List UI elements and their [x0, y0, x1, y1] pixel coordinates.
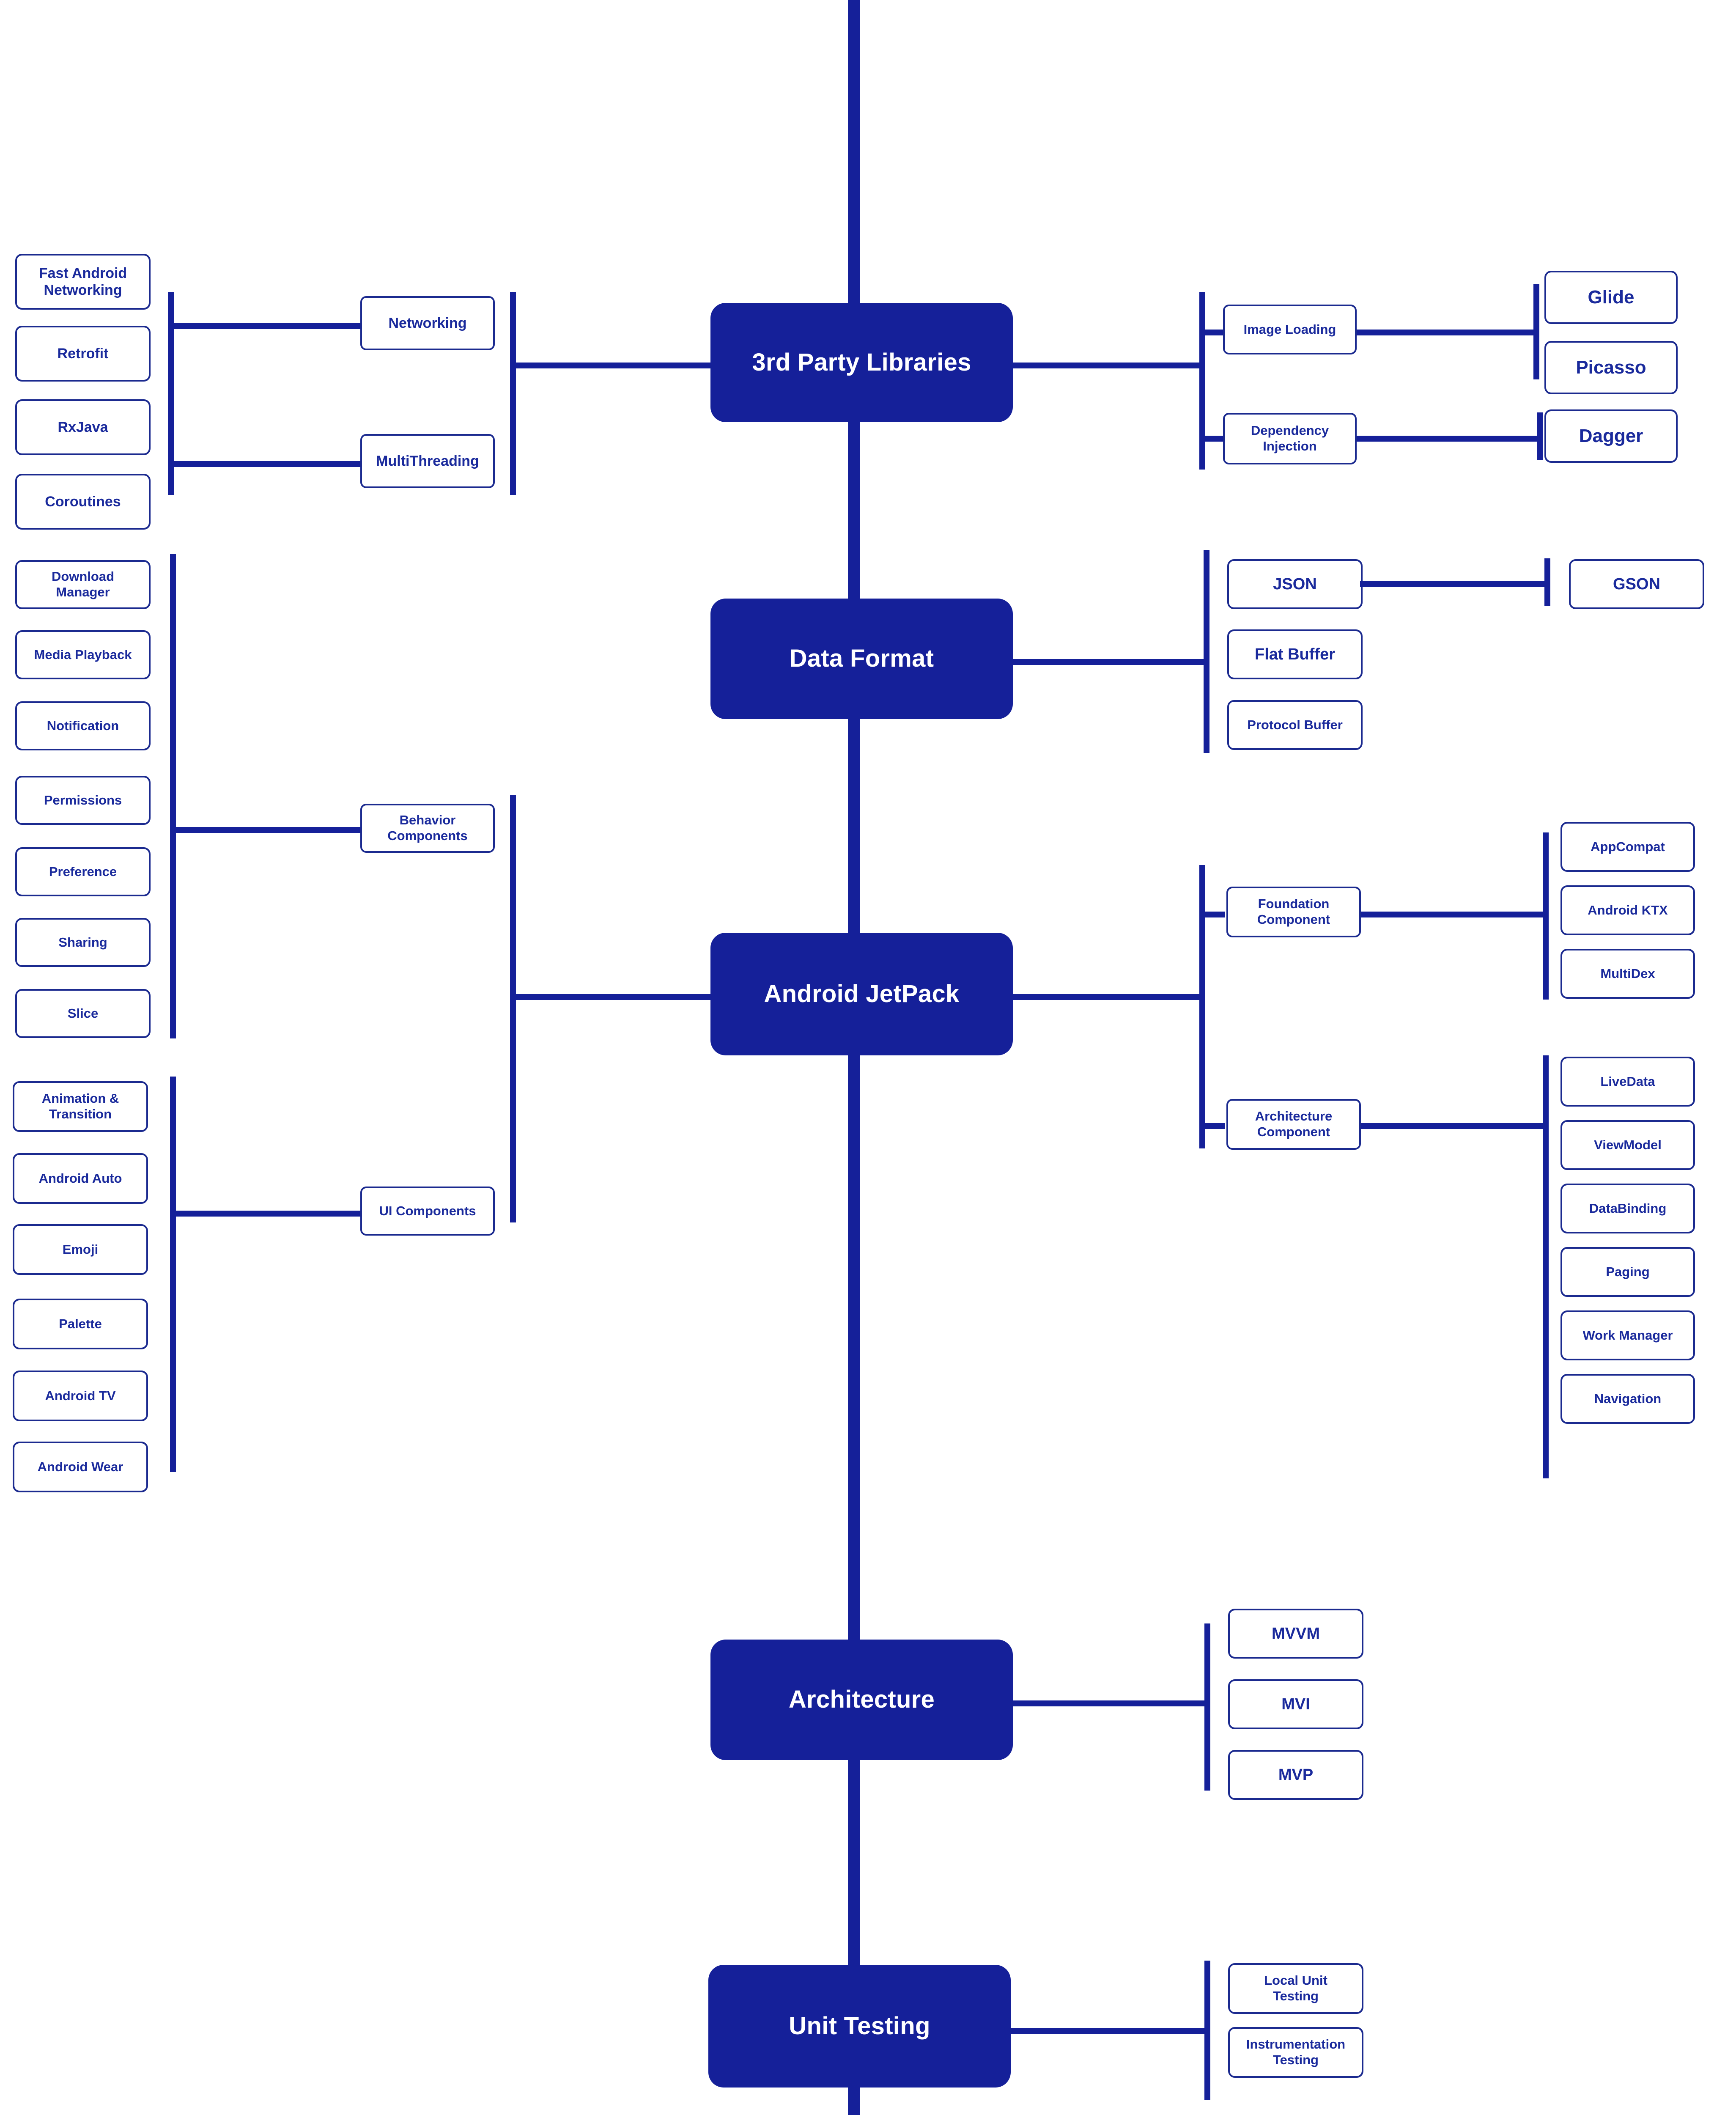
leaf-rxjava[interactable]: RxJava	[15, 399, 151, 455]
connector-behavior-stem	[170, 827, 360, 833]
leaf-paging[interactable]: Paging	[1560, 1247, 1695, 1297]
leaf-databinding[interactable]: DataBinding	[1560, 1184, 1695, 1233]
branch-multithreading[interactable]: MultiThreading	[360, 434, 495, 488]
connector-json-gson-stem	[1360, 581, 1550, 587]
connector-imageloading-children-stem	[1353, 330, 1539, 335]
leaf-multidex[interactable]: MultiDex	[1560, 949, 1695, 999]
connector-jetpack-right-bar	[1199, 865, 1205, 1148]
leaf-sharing[interactable]: Sharing	[15, 918, 151, 967]
leaf-gson[interactable]: GSON	[1569, 559, 1704, 609]
connector-foundation-children-bar	[1543, 832, 1549, 1000]
leaf-mvi[interactable]: MVI	[1228, 1679, 1363, 1729]
leaf-android-tv[interactable]: Android TV	[13, 1371, 148, 1421]
leaf-work-manager[interactable]: Work Manager	[1560, 1310, 1695, 1360]
leaf-json[interactable]: JSON	[1227, 559, 1363, 609]
connector-behavior-leaves-bar	[170, 554, 176, 1038]
connector-uicomponents-leaves-bar	[170, 1077, 176, 1472]
branch-ui-components[interactable]: UI Components	[360, 1187, 495, 1236]
connector-jetpack-left-stem	[510, 994, 713, 1000]
connector-multithreading-group-stem	[168, 461, 360, 467]
connector-json-gson-bar	[1544, 558, 1550, 606]
root-third-party-libraries[interactable]: 3rd Party Libraries	[710, 303, 1013, 422]
connector-di-stem	[1199, 436, 1225, 442]
connector-imageloading-stem	[1199, 330, 1225, 335]
connector-dataformat-right-stem	[1011, 659, 1209, 665]
connector-architecture-children-bar	[1204, 1623, 1210, 1791]
leaf-preference[interactable]: Preference	[15, 847, 151, 896]
leaf-media-playback[interactable]: Media Playback	[15, 630, 151, 679]
leaf-coroutines[interactable]: Coroutines	[15, 474, 151, 530]
leaf-mvvm[interactable]: MVVM	[1228, 1609, 1363, 1659]
leaf-viewmodel[interactable]: ViewModel	[1560, 1120, 1695, 1170]
connector-dataformat-children-bar	[1204, 550, 1209, 753]
connector-thirdparty-left-stem	[510, 363, 713, 368]
connector-networking-group-stem	[168, 323, 360, 329]
connector-unittesting-children-bar	[1204, 1961, 1210, 2100]
leaf-flat-buffer[interactable]: Flat Buffer	[1227, 629, 1363, 679]
leaf-appcompat[interactable]: AppCompat	[1560, 822, 1695, 872]
leaf-notification[interactable]: Notification	[15, 701, 151, 750]
leaf-palette[interactable]: Palette	[13, 1299, 148, 1349]
leaf-android-ktx[interactable]: Android KTX	[1560, 885, 1695, 935]
connector-foundation-children-stem	[1357, 912, 1546, 917]
leaf-dagger[interactable]: Dagger	[1544, 409, 1678, 463]
leaf-android-wear[interactable]: Android Wear	[13, 1442, 148, 1492]
branch-image-loading[interactable]: Image Loading	[1223, 305, 1357, 354]
root-android-jetpack[interactable]: Android JetPack	[710, 933, 1013, 1055]
connector-di-children-stem	[1353, 436, 1543, 442]
leaf-slice[interactable]: Slice	[15, 989, 151, 1038]
leaf-livedata[interactable]: LiveData	[1560, 1057, 1695, 1107]
connector-thirdparty-right-bar	[1199, 292, 1205, 470]
leaf-android-auto[interactable]: Android Auto	[13, 1153, 148, 1204]
leaf-retrofit[interactable]: Retrofit	[15, 326, 151, 382]
connector-architecture-right-stem	[1011, 1700, 1209, 1706]
root-data-format[interactable]: Data Format	[710, 599, 1013, 719]
leaf-picasso[interactable]: Picasso	[1544, 341, 1678, 394]
leaf-permissions[interactable]: Permissions	[15, 776, 151, 825]
leaf-navigation[interactable]: Navigation	[1560, 1374, 1695, 1424]
connector-uicomponents-stem	[170, 1211, 360, 1217]
connector-archcomp-children-bar	[1543, 1055, 1549, 1478]
connector-thirdparty-right-stem	[1011, 363, 1205, 368]
connector-architecturecomp-stem	[1199, 1123, 1225, 1129]
connector-archcomp-children-stem	[1357, 1123, 1546, 1129]
leaf-glide[interactable]: Glide	[1544, 271, 1678, 324]
connector-networking-group-bar	[168, 292, 174, 450]
connector-jetpack-right-stem	[1011, 994, 1205, 1000]
leaf-animation-transition[interactable]: Animation &Transition	[13, 1081, 148, 1132]
connector-jetpack-left-bar	[510, 795, 516, 1222]
leaf-mvp[interactable]: MVP	[1228, 1750, 1363, 1800]
root-unit-testing[interactable]: Unit Testing	[708, 1965, 1011, 2088]
root-architecture[interactable]: Architecture	[710, 1640, 1013, 1760]
leaf-emoji[interactable]: Emoji	[13, 1224, 148, 1275]
connector-thirdparty-left-bar	[510, 292, 516, 495]
branch-networking[interactable]: Networking	[360, 296, 495, 350]
connector-foundation-stem	[1199, 912, 1225, 917]
leaf-protocol-buffer[interactable]: Protocol Buffer	[1227, 700, 1363, 750]
connector-di-children-bar	[1537, 412, 1543, 460]
connector-imageloading-children-bar	[1533, 284, 1539, 379]
connector-unittesting-right-stem	[1009, 2028, 1207, 2034]
